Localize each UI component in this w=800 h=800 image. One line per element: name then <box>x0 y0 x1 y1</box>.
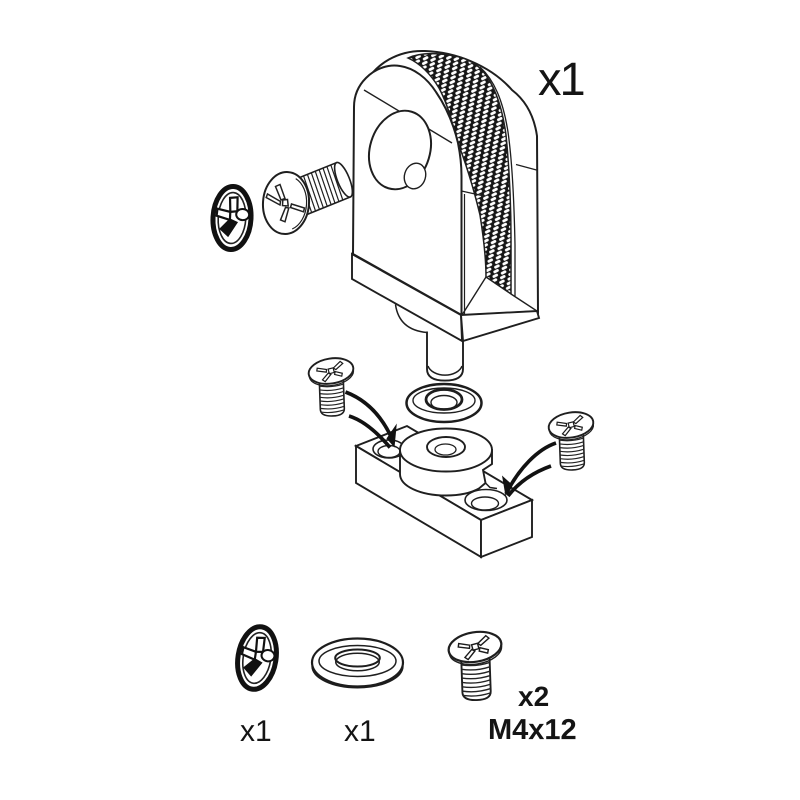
svg-text:x1: x1 <box>344 715 376 748</box>
svg-text:x1: x1 <box>240 715 272 748</box>
svg-text:x2: x2 <box>518 681 549 712</box>
svg-text:M4x12: M4x12 <box>488 714 577 746</box>
svg-text:x1: x1 <box>538 52 584 105</box>
